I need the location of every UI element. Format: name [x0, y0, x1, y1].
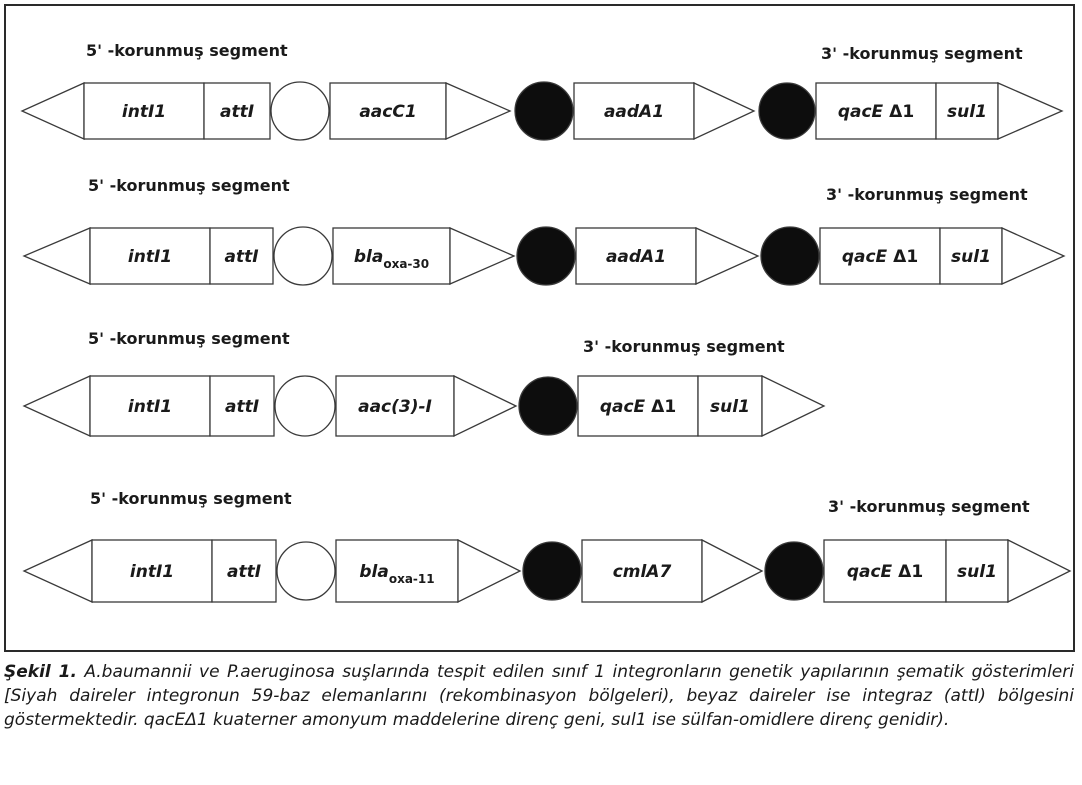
gene-box — [335, 539, 459, 603]
gene-label: intI1 — [122, 102, 166, 122]
integrase-site-circle — [276, 541, 336, 601]
gene-box — [939, 227, 1003, 285]
recombination-site-circle — [516, 226, 576, 286]
gene-delta: Δ1 — [651, 397, 676, 417]
recombination-site-circle — [518, 376, 578, 436]
gene-box — [89, 227, 211, 285]
arrowhead-right — [445, 82, 512, 140]
gene-label: aadA1 — [606, 247, 666, 267]
arrowhead-right — [701, 538, 764, 604]
five-prime-segment-label: 5' -korunmuş segment — [88, 176, 290, 195]
figure-caption: Şekil 1. A.baumannii ve P.aeruginosa suş… — [4, 660, 1074, 732]
gene-box — [89, 375, 211, 437]
integron-row-4: 5' -korunmuş segment 3' -korunmuş segment… — [22, 489, 1072, 604]
gene-label: sul1 — [957, 562, 997, 582]
recombination-site-circle — [764, 541, 824, 601]
three-prime-segment-label: 3' -korunmuş segment — [583, 337, 785, 356]
gene-label: cmlA7 — [613, 562, 672, 582]
arrowhead-right — [997, 82, 1064, 140]
arrowhead-right — [1007, 538, 1072, 604]
integron-row-1: 5' -korunmuş segment 3' -korunmuş segment… — [20, 41, 1064, 141]
arrowhead-left — [22, 538, 93, 604]
recombination-site-circle — [760, 226, 820, 286]
gene-label: intI1 — [130, 562, 174, 582]
gene-box — [819, 227, 941, 285]
gene-box — [203, 82, 271, 140]
integron-diagram: 5' -korunmuş segment 3' -korunmuş segment… — [20, 41, 1072, 604]
gene-label: attI — [224, 247, 258, 267]
integron-row-3: 5' -korunmuş segment 3' -korunmuş segment… — [22, 329, 826, 438]
gene-subscript: oxa-30 — [383, 257, 429, 271]
caption-lead: Şekil 1. — [4, 662, 77, 682]
five-prime-segment-label: 5' -korunmuş segment — [90, 489, 292, 508]
integrase-site-circle — [270, 81, 330, 141]
gene-label: attI — [227, 562, 261, 582]
arrowhead-right — [695, 226, 760, 286]
gene-box — [335, 375, 455, 437]
five-prime-segment-label: 5' -korunmuş segment — [88, 329, 290, 348]
gene-box — [577, 375, 699, 437]
gene-label: aacC1 — [359, 102, 416, 122]
gene-box — [823, 539, 947, 603]
three-prime-segment-label: 3' -korunmuş segment — [821, 44, 1023, 63]
gene-box — [945, 539, 1009, 603]
gene-subscript: oxa-11 — [389, 572, 435, 586]
gene-label: intI1 — [128, 247, 172, 267]
arrowhead-right — [449, 227, 516, 285]
recombination-site-circle — [522, 541, 582, 601]
gene-box — [91, 539, 213, 603]
gene-box — [332, 227, 451, 285]
arrowhead-left — [20, 81, 85, 141]
five-prime-segment-label: 5' -korunmuş segment — [86, 41, 288, 60]
integrase-site-circle — [274, 375, 336, 437]
gene-label: attI — [220, 102, 254, 122]
gene-box — [211, 539, 277, 603]
arrowhead-left — [22, 227, 91, 285]
gene-delta: Δ1 — [889, 102, 914, 122]
arrowhead-left — [22, 374, 91, 438]
gene-label: intI1 — [128, 397, 172, 417]
gene-box — [815, 82, 937, 140]
gene-box — [329, 82, 447, 140]
recombination-site-circle — [514, 81, 574, 141]
gene-box — [209, 227, 274, 285]
gene-label: sul1 — [710, 397, 750, 417]
gene-label: sul1 — [947, 102, 987, 122]
gene-box — [697, 375, 763, 437]
three-prime-segment-label: 3' -korunmuş segment — [828, 497, 1030, 516]
integron-row-2: 5' -korunmuş segment 3' -korunmuş segment… — [22, 176, 1066, 286]
gene-delta: Δ1 — [898, 562, 923, 582]
gene-box — [581, 539, 703, 603]
arrowhead-right — [1001, 226, 1066, 286]
gene-box — [575, 227, 697, 285]
diagram-frame: 5' -korunmuş segment 3' -korunmuş segment… — [4, 4, 1075, 652]
arrowhead-right — [761, 374, 826, 438]
three-prime-segment-label: 3' -korunmuş segment — [826, 185, 1028, 204]
gene-delta: Δ1 — [893, 247, 918, 267]
arrowhead-right — [457, 538, 522, 604]
gene-label: attI — [225, 397, 259, 417]
gene-box — [83, 82, 205, 140]
gene-label: sul1 — [951, 247, 991, 267]
integrase-site-circle — [273, 226, 333, 286]
gene-label: aadA1 — [604, 102, 664, 122]
gene-box — [935, 82, 999, 140]
gene-label: aac(3)-I — [358, 397, 432, 417]
arrowhead-right — [453, 374, 518, 438]
arrowhead-right — [693, 81, 756, 141]
gene-box — [209, 375, 275, 437]
caption-text: A.baumannii ve P.aeruginosa suşlarında t… — [4, 662, 1074, 730]
recombination-site-circle — [758, 82, 816, 140]
